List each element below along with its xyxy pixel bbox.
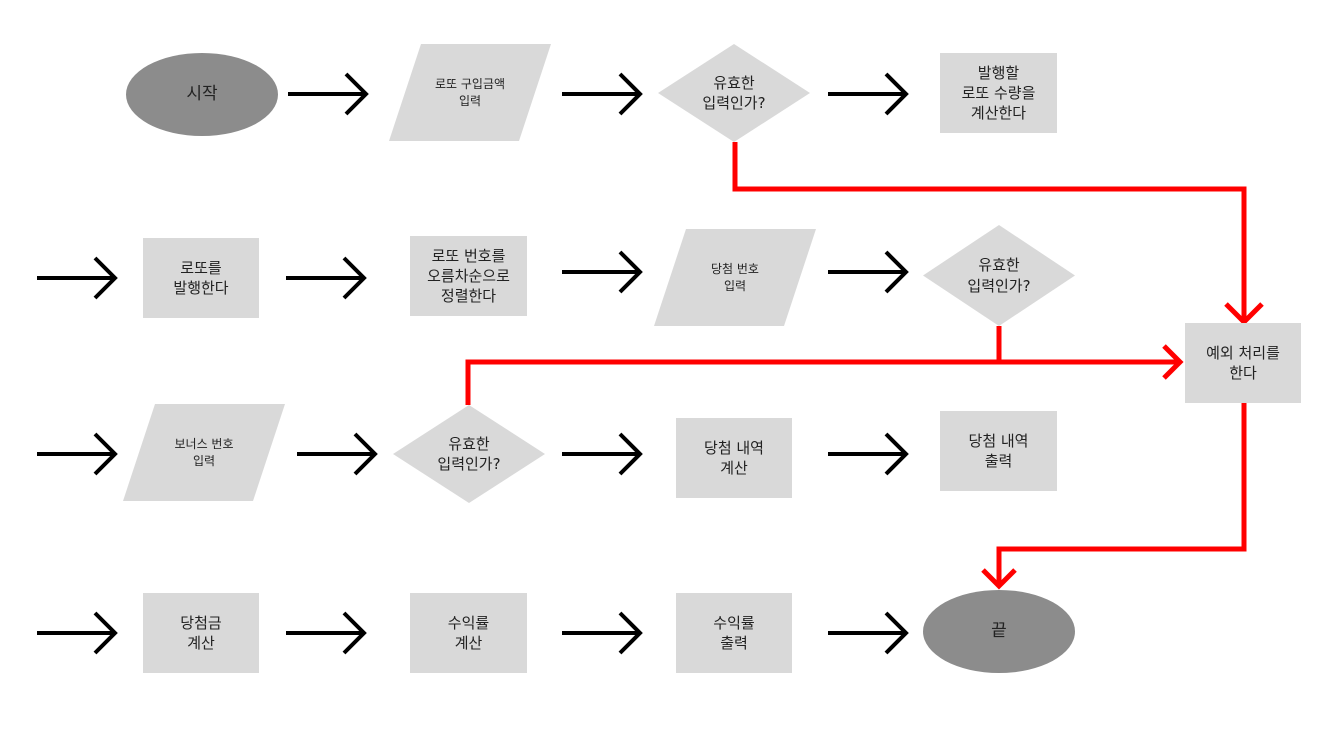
exception-path-valid-3 — [465, 359, 1180, 405]
exception-path-valid-2 — [996, 326, 1180, 365]
start-terminal: 시작 — [126, 53, 278, 136]
calc-result-label: 당첨 내역 계산 — [704, 438, 764, 477]
input-bonus-parallelogram: 보너스 번호 입력 — [123, 404, 285, 501]
calc-result-process: 당첨 내역 계산 — [676, 418, 792, 498]
valid-3-label: 유효한 입력인가? — [437, 434, 501, 473]
exception-process: 예외 처리를 한다 — [1185, 323, 1301, 403]
sort-numbers-process: 로또 번호를 오름차순으로 정렬한다 — [410, 236, 527, 316]
calc-yield-label: 수익률 계산 — [447, 613, 490, 652]
valid-3-decision: 유효한 입력인가? — [393, 405, 545, 503]
print-result-process: 당첨 내역 출력 — [940, 411, 1057, 491]
valid-1-decision: 유효한 입력인가? — [658, 44, 810, 142]
exception-label: 예외 처리를 한다 — [1206, 343, 1280, 382]
exception-path-valid-1 — [732, 142, 1247, 322]
valid-1-label: 유효한 입력인가? — [702, 73, 766, 112]
calc-yield-process: 수익률 계산 — [410, 593, 527, 673]
input-amount-label: 로또 구입금액 입력 — [434, 77, 506, 108]
valid-2-decision: 유효한 입력인가? — [923, 225, 1075, 326]
calc-count-label: 발행할 로또 수량을 계산한다 — [961, 63, 1036, 123]
valid-2-label: 유효한 입력인가? — [967, 256, 1031, 295]
sort-numbers-label: 로또 번호를 오름차순으로 정렬한다 — [427, 246, 510, 306]
calc-prize-label: 당첨금 계산 — [180, 613, 222, 652]
input-winning-parallelogram: 당첨 번호 입력 — [654, 229, 816, 326]
input-bonus-label: 보너스 번호 입력 — [174, 437, 234, 468]
print-yield-process: 수익률 출력 — [676, 593, 792, 673]
input-amount-parallelogram: 로또 구입금액 입력 — [389, 44, 551, 141]
end-label: 끝 — [991, 621, 1007, 642]
end-terminal: 끝 — [923, 590, 1075, 673]
calc-prize-process: 당첨금 계산 — [143, 593, 259, 673]
input-winning-label: 당첨 번호 입력 — [711, 262, 759, 293]
issue-lotto-process: 로또를 발행한다 — [143, 238, 259, 318]
start-label: 시작 — [186, 84, 218, 105]
exception-path-to-end — [996, 402, 1247, 586]
print-yield-label: 수익률 출력 — [713, 613, 755, 652]
print-result-label: 당첨 내역 출력 — [968, 431, 1029, 470]
calc-count-process: 발행할 로또 수량을 계산한다 — [940, 53, 1057, 133]
issue-lotto-label: 로또를 발행한다 — [173, 258, 229, 297]
